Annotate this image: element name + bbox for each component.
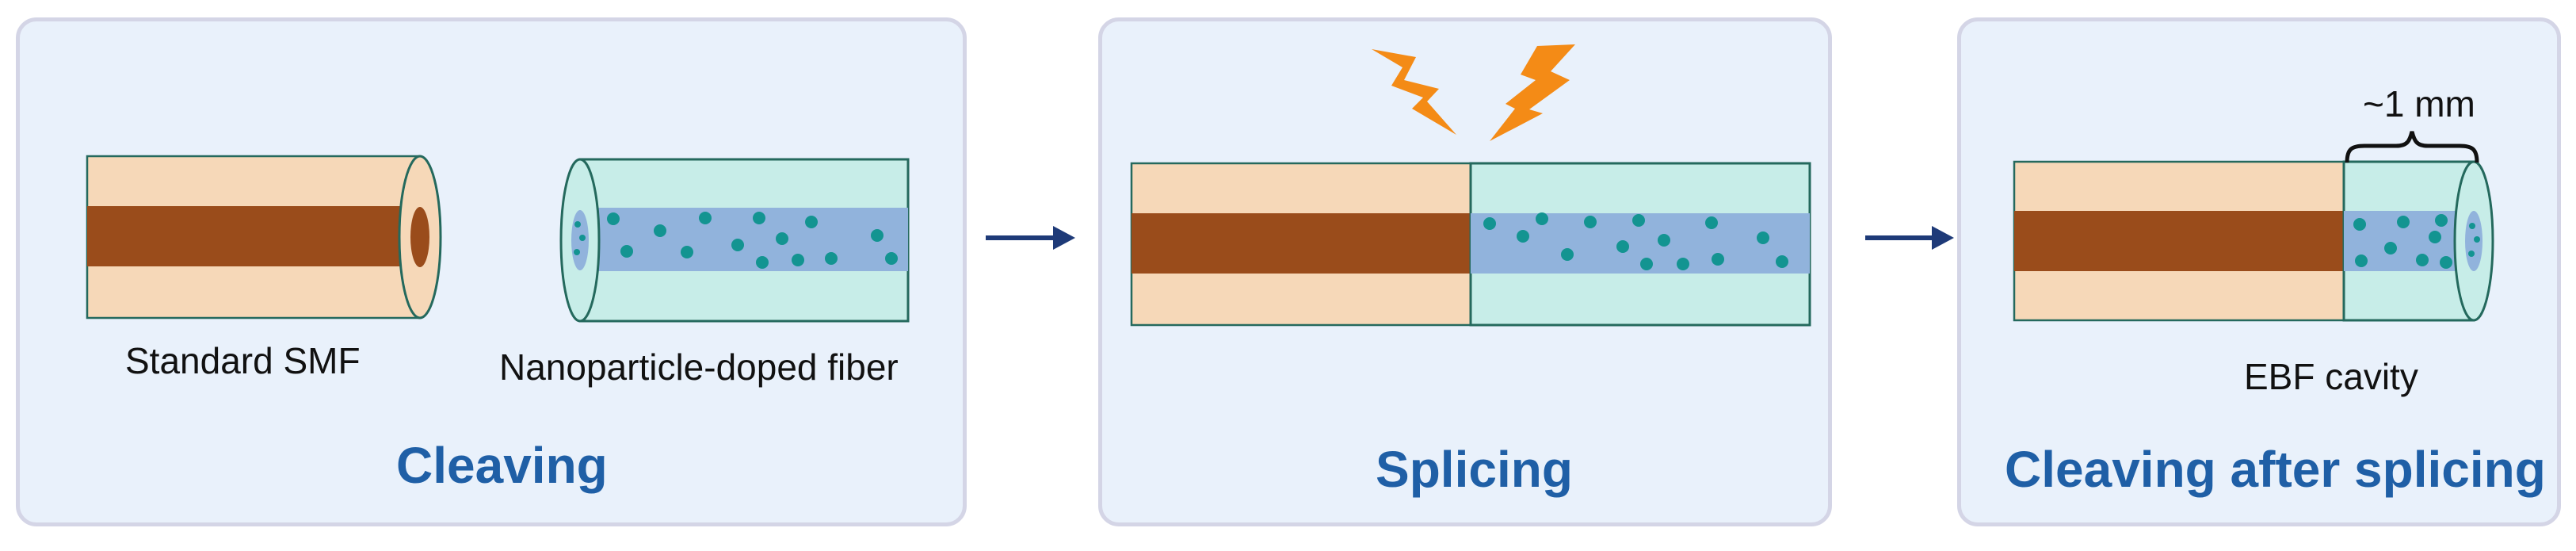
standard-smf-fiber: [86, 155, 442, 320]
label-standard-smf: Standard SMF: [125, 340, 361, 381]
label-ebf-cavity: EBF cavity: [2244, 356, 2418, 397]
spark-bolt-icon: [1372, 49, 1456, 135]
stage-title-cleaving: Cleaving: [396, 437, 608, 494]
label-cavity-length: ~1 mm: [2363, 83, 2475, 124]
brace-icon: [2345, 131, 2479, 163]
label-doped-fiber: Nanoparticle-doped fiber: [499, 346, 899, 388]
stage-title-splicing: Splicing: [1376, 441, 1573, 498]
doped-fiber: [559, 158, 910, 323]
arrow-right-icon: [1865, 226, 1954, 250]
spliced-fiber: [1130, 162, 1811, 327]
spark-bolt-icon: [1490, 44, 1575, 141]
stage-title-cleaving-after-splicing: Cleaving after splicing: [2005, 441, 2546, 498]
cleaved-spliced-fiber: [2013, 160, 2494, 322]
arrow-right-icon: [986, 226, 1075, 250]
